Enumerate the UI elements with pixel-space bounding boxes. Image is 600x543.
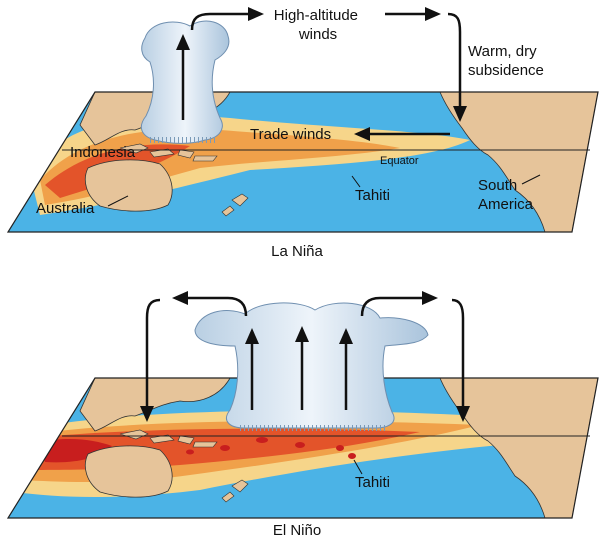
hot-spots: [186, 437, 356, 459]
la-nina-caption: La Niña: [271, 243, 323, 260]
new-zealand: [221, 193, 249, 217]
trade-winds-label: Trade winds: [250, 126, 331, 143]
upper-right-arrow: [360, 296, 422, 317]
tahiti-label: Tahiti: [355, 474, 390, 491]
la-nina-circulation-arrows: [181, 12, 462, 136]
subsidence-label: Warm, dry subsidence: [468, 43, 544, 79]
australia-landmass: [84, 159, 173, 212]
descend-right-arrow: [451, 298, 465, 408]
el-nino-arrowheads: [140, 291, 470, 422]
el-nino-map-border: [6, 377, 599, 519]
equator-label: Equator: [380, 155, 419, 167]
tahiti-label: Tahiti: [355, 187, 390, 204]
descend-left-arrow: [145, 298, 161, 408]
el-nino-circulation-arrows: [145, 296, 465, 410]
indonesia-islands: [119, 143, 218, 162]
americas-landmass: [439, 378, 598, 518]
australia-label: Australia: [36, 200, 95, 217]
upper-left-arrow: [188, 296, 248, 317]
el-nino-caption: El Niño: [273, 522, 321, 539]
el-nino-panel: Tahiti El Niño: [6, 291, 599, 539]
indonesia-islands: [119, 429, 218, 448]
subsidence-arrow: [447, 12, 462, 108]
australia-leader: [107, 195, 129, 207]
tahiti-leader: [353, 459, 363, 475]
la-nina-arrowheads: [176, 7, 467, 141]
south-america-label: South America: [478, 177, 534, 213]
australia-landmass: [84, 445, 173, 498]
high-altitude-left-arrow: [190, 12, 248, 31]
high-altitude-winds-label: High-altitude winds: [274, 7, 362, 43]
indonesia-label: Indonesia: [70, 144, 136, 161]
el-nino-map: [8, 378, 598, 518]
south-america-leader: [521, 174, 541, 185]
la-nina-panel: High-altitude winds Warm, dry subsidence…: [6, 7, 599, 260]
la-nina-map-border: [6, 91, 599, 233]
new-zealand: [221, 479, 249, 503]
americas-landmass: [439, 92, 598, 232]
la-nina-storm-cloud: [140, 20, 230, 144]
asia-landmass: [79, 378, 231, 432]
tahiti-leader: [351, 175, 361, 188]
